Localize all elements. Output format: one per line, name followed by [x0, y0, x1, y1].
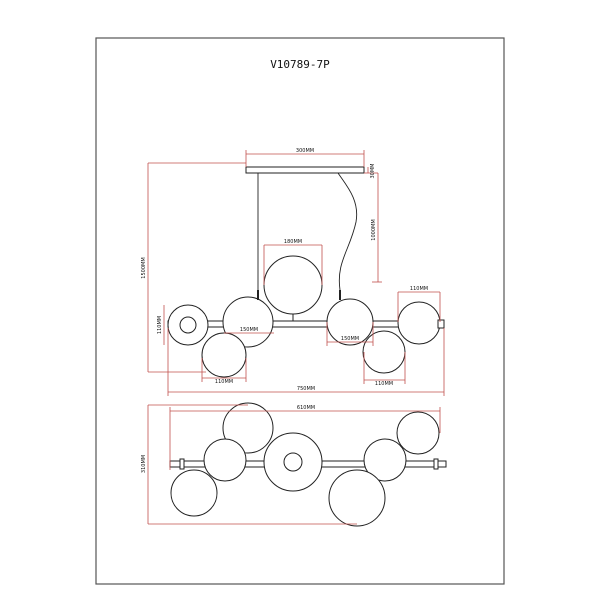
elevation-labels: 300MM 30MM 1000MM 1500MM 180MM 110MM 150…	[141, 148, 428, 392]
label-canopy-height: 30MM	[370, 164, 376, 179]
plan-bar-end-left	[179, 458, 185, 470]
power-cord	[337, 172, 358, 291]
plan-bar-end-right	[433, 458, 439, 470]
label-total-height: 1500MM	[141, 257, 147, 278]
plan-globe-right	[363, 438, 407, 482]
globe-left-cap	[179, 316, 197, 334]
plan-globe-top-right	[396, 411, 440, 455]
label-cable-length: 1000MM	[371, 219, 377, 240]
label-plan-depth: 310MM	[141, 455, 147, 473]
globe-bottom-left	[201, 332, 247, 378]
label-globe-mid: 150MM	[240, 327, 258, 333]
elevation-view	[167, 166, 445, 378]
label-globe-right: 110MM	[410, 286, 428, 292]
label-globe-top: 180MM	[284, 239, 302, 245]
label-globe-left: 110MM	[157, 316, 163, 334]
globe-top	[263, 255, 323, 315]
plan-globe-left	[203, 438, 247, 482]
label-globe-bottom-left: 110MM	[215, 379, 233, 385]
ceiling-canopy	[245, 166, 365, 174]
globe-right	[397, 301, 441, 345]
label-plan-width: 610MM	[297, 405, 315, 411]
plan-globe-top-left	[222, 402, 274, 454]
plan-globe-center-cap	[283, 452, 303, 472]
label-canopy-width: 300MM	[296, 148, 314, 154]
plan-labels: 610MM 310MM	[141, 405, 315, 473]
plan-view	[169, 402, 447, 527]
plan-globe-bottom-right	[328, 469, 386, 527]
drawing-frame	[95, 37, 505, 585]
plan-globe-bottom-left	[170, 469, 218, 517]
label-globe-right-bottom: 110MM	[375, 381, 393, 387]
globe-bottom-right	[362, 330, 406, 374]
bar-end-cap	[437, 319, 445, 329]
model-code: V10789-7P	[270, 58, 330, 71]
label-globe-right-mid: 150MM	[341, 336, 359, 342]
label-total-width: 750MM	[297, 386, 315, 392]
plan-dimensions	[147, 404, 441, 525]
globe-mid-left	[222, 296, 274, 348]
globe-left	[167, 304, 209, 346]
elevation-dimensions	[147, 150, 445, 396]
